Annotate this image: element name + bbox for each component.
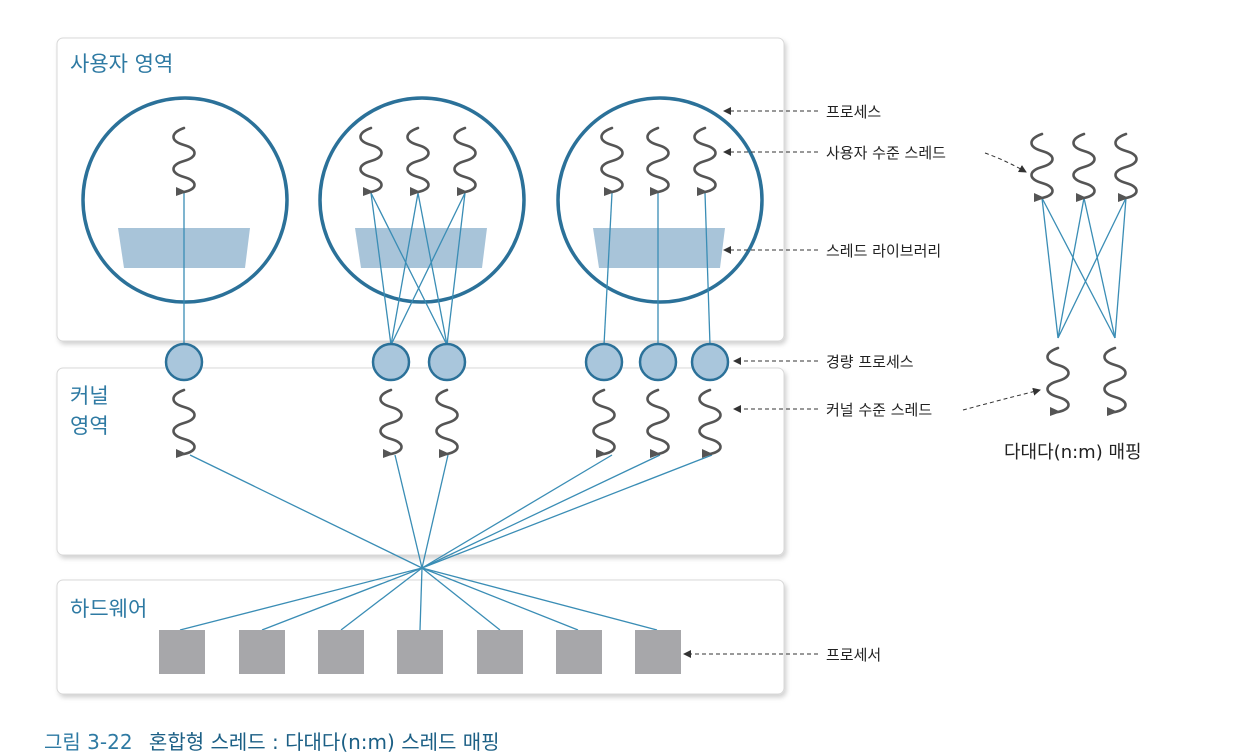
label-user-thread: 사용자 수준 스레드 — [826, 144, 946, 162]
label-thread-library: 스레드 라이브러리 — [826, 242, 942, 260]
kernel-space-title-line1: 커널 — [70, 384, 109, 408]
figure-number: 그림 3-22 — [44, 730, 133, 754]
nm-mapping-label: 다대다(n:m) 매핑 — [1004, 442, 1142, 463]
label-lightweight-process: 경량 프로세스 — [826, 353, 914, 371]
kernel-space-title-line2: 영역 — [70, 414, 109, 438]
process-circle-2 — [318, 96, 526, 304]
process-circle-3 — [556, 96, 764, 304]
label-kernel-thread: 커널 수준 스레드 — [826, 401, 933, 419]
thread-library-2 — [355, 228, 487, 268]
label-process: 프로세스 — [826, 103, 882, 121]
kernel-to-processor-lines — [179, 454, 713, 631]
nm-mapping-diagram — [1030, 132, 1138, 418]
processors — [159, 630, 681, 674]
hardware-title: 하드웨어 — [70, 597, 148, 621]
figure-caption-text: 혼합형 스레드 : 다대다(n:m) 스레드 매핑 — [148, 730, 500, 754]
lightweight-processes — [164, 342, 730, 382]
user-space-title: 사용자 영역 — [70, 52, 174, 76]
kernel-space-panel — [56, 367, 785, 556]
annotation-arrows — [683, 107, 1041, 658]
thread-library-3 — [593, 228, 725, 268]
figure-caption: 그림 3-22 혼합형 스레드 : 다대다(n:m) 스레드 매핑 — [44, 726, 500, 755]
user-to-lwp-lines — [183, 192, 711, 346]
label-processor: 프로세서 — [826, 646, 882, 664]
